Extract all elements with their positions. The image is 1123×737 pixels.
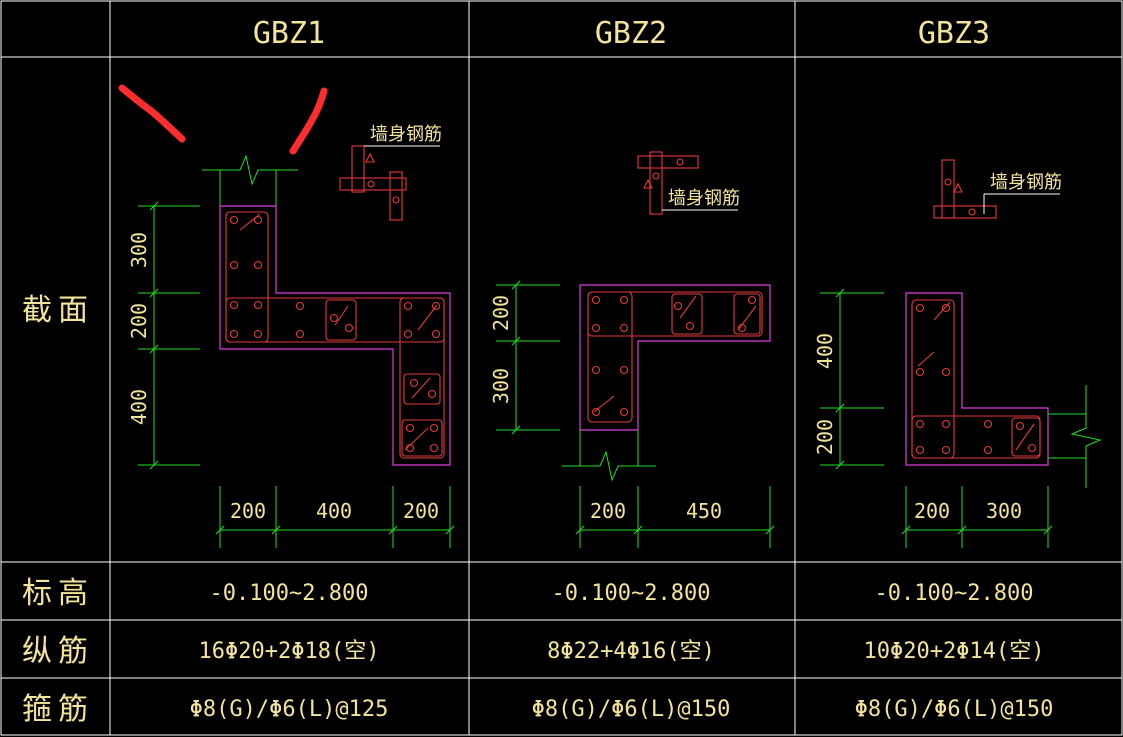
wall-rebar-detail-gbz2	[637, 151, 699, 215]
longitudinal-gbz3: 10Φ20+2Φ14(空)	[864, 639, 1045, 664]
dim-v1-gbz3: 400	[813, 333, 837, 369]
dim-h3-gbz1: 200	[403, 499, 439, 523]
dim-h2-gbz3: 300	[986, 499, 1022, 523]
dim-h1-gbz2: 200	[590, 499, 626, 523]
elevation-gbz1: -0.100~2.800	[210, 581, 369, 606]
wall-break-gbz2	[562, 450, 656, 482]
section-gbz3: 墙身钢筋 400 200 200 300	[813, 159, 1102, 548]
stirrup-gbz3: Φ8(G)/Φ6(L)@150	[855, 697, 1054, 722]
dim-h2-gbz2: 450	[686, 499, 722, 523]
markup-scribble-right	[289, 87, 328, 155]
longitudinal-gbz1: 16Φ20+2Φ18(空)	[199, 639, 380, 664]
stirrup-gbz1: Φ8(G)/Φ6(L)@125	[190, 697, 389, 722]
header-gbz3: GBZ3	[918, 16, 990, 51]
dim-h1-gbz1: 200	[230, 499, 266, 523]
wall-break-gbz1	[202, 154, 298, 186]
vertical-dimensions-gbz3	[820, 288, 884, 470]
header-gbz2: GBZ2	[595, 16, 667, 51]
dim-h1-gbz3: 200	[914, 499, 950, 523]
longitudinal-gbz2: 8Φ22+4Φ16(空)	[547, 639, 715, 664]
row-label-elevation: 标高	[22, 576, 94, 611]
row-label-stirrup: 箍筋	[22, 692, 94, 727]
note-wall-rebar-gbz2: 墙身钢筋	[668, 188, 740, 209]
vertical-dimensions-gbz2	[496, 280, 560, 435]
stirrup-gbz2: Φ8(G)/Φ6(L)@150	[532, 697, 731, 722]
note-wall-rebar-gbz1: 墙身钢筋	[370, 124, 442, 145]
horizontal-dimensions-gbz3	[901, 486, 1053, 548]
wall-rebar-detail-gbz3	[933, 159, 997, 219]
dim-v1-gbz1: 300	[127, 232, 151, 268]
dim-v2-gbz3: 200	[813, 419, 837, 455]
markup-scribble-left	[118, 84, 186, 143]
dim-v2-gbz1: 200	[127, 303, 151, 339]
header-gbz1: GBZ1	[253, 16, 325, 51]
vertical-dimensions-gbz1	[138, 201, 200, 470]
row-label-longitudinal: 纵筋	[22, 634, 94, 669]
elevation-gbz2: -0.100~2.800	[552, 581, 711, 606]
dim-v3-gbz1: 400	[127, 389, 151, 425]
concrete-outline-gbz1	[219, 205, 451, 466]
dim-v1-gbz2: 200	[489, 295, 513, 331]
section-gbz1: 墙身钢筋 300 200 400 200 400 200	[127, 124, 455, 548]
elevation-gbz3: -0.100~2.800	[875, 581, 1034, 606]
concrete-outline-gbz3	[905, 292, 1049, 466]
row-label-section: 截面	[22, 293, 94, 328]
horizontal-dimensions-gbz2	[575, 486, 775, 548]
dim-v2-gbz2: 300	[489, 368, 513, 404]
note-wall-rebar-gbz3: 墙身钢筋	[990, 172, 1062, 193]
horizontal-dimensions-gbz1	[215, 486, 455, 548]
dim-h2-gbz1: 400	[316, 499, 352, 523]
wall-break-gbz3	[1070, 385, 1102, 488]
wall-rebar-detail-gbz1	[339, 145, 407, 221]
section-gbz2: 墙身钢筋 200 300 200 450	[489, 151, 775, 548]
